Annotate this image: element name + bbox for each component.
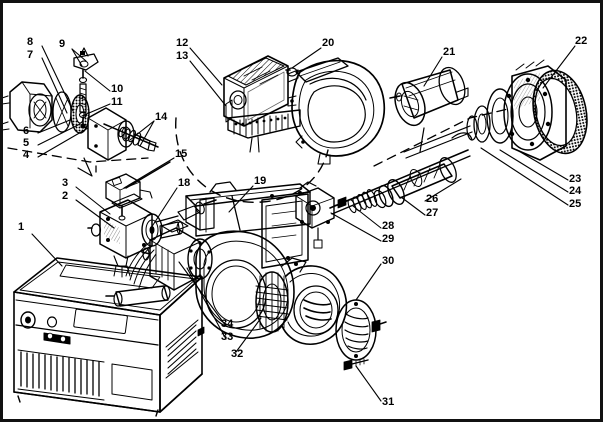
callout-33: 33 <box>221 331 234 343</box>
part-shaft-bushings <box>103 123 159 152</box>
part-gear-rotor-blower <box>195 230 348 346</box>
callout-6: 6 <box>23 125 30 137</box>
part-cable-connector <box>105 199 217 307</box>
part-valve-cluster <box>295 181 345 249</box>
part-enclosure-cabinet <box>13 257 205 417</box>
callout-2: 2 <box>62 190 69 202</box>
callout-22: 22 <box>575 35 588 47</box>
part-stator-rotor <box>141 219 213 291</box>
callout-18: 18 <box>178 177 191 189</box>
callout-11: 11 <box>111 96 123 108</box>
callout-31: 31 <box>382 396 395 408</box>
callout-7: 7 <box>27 49 34 61</box>
callout-21: 21 <box>443 46 456 58</box>
callout-34: 34 <box>221 318 234 330</box>
callout-24: 24 <box>569 185 582 197</box>
callout-15: 15 <box>175 148 188 160</box>
callout-23: 23 <box>569 173 582 185</box>
callout-19: 19 <box>254 175 267 187</box>
part-control-box <box>223 55 301 153</box>
callout-14: 14 <box>155 111 168 123</box>
part-flywheel-housing <box>466 59 588 161</box>
callout-9: 9 <box>59 38 66 50</box>
callout-8: 8 <box>27 36 34 48</box>
callout-32: 32 <box>231 348 244 360</box>
callout-25: 25 <box>569 198 582 210</box>
callout-3: 3 <box>62 177 69 189</box>
callout-13: 13 <box>176 50 189 62</box>
callout-12: 12 <box>176 37 189 49</box>
callout-4: 4 <box>23 149 30 161</box>
callout-30: 30 <box>382 255 395 267</box>
part-fan-guard <box>335 299 387 371</box>
callout-5: 5 <box>23 137 30 149</box>
callout-20: 20 <box>322 37 335 49</box>
part-rotor-shaft-assembly <box>329 125 473 215</box>
part-frame-rail <box>185 181 311 269</box>
part-tension-rod <box>73 47 99 129</box>
leader-lines <box>31 45 576 402</box>
callout-28: 28 <box>382 220 395 232</box>
callout-27: 27 <box>426 207 439 219</box>
callout-1: 1 <box>18 221 25 233</box>
part-bell-housing <box>285 57 386 165</box>
callout-29: 29 <box>382 233 395 245</box>
part-filter-canister <box>389 66 469 127</box>
callout-26: 26 <box>426 193 439 205</box>
part-linkage-rod <box>105 161 171 221</box>
callout-10: 10 <box>111 83 124 95</box>
